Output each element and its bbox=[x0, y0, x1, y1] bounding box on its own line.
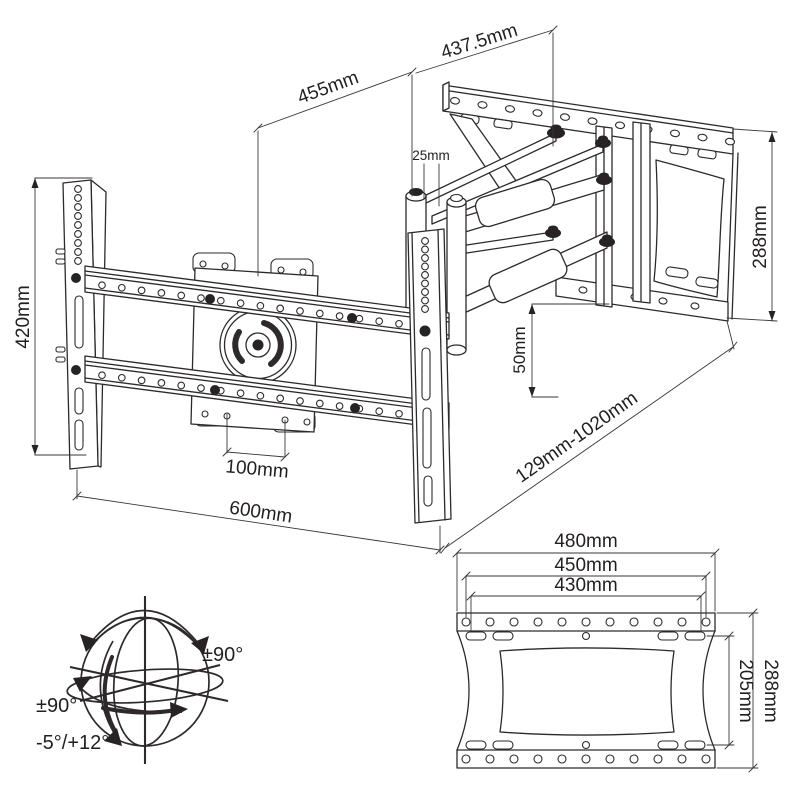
rotation-range-label: ±90° bbox=[36, 695, 77, 717]
lower-rail-holes bbox=[98, 371, 443, 423]
wall-plate-iso bbox=[442, 81, 739, 322]
front-bottom-holes bbox=[461, 754, 711, 764]
tv-bracket-right-rail bbox=[407, 228, 452, 524]
dim-plate-width: 480mm bbox=[554, 531, 617, 552]
dim-rear-arm-span: 437.5mm bbox=[438, 20, 520, 64]
rotation-diagram: ±90° ±90° -5°/+12° bbox=[36, 596, 243, 764]
swivel-range-label: ±90° bbox=[202, 644, 243, 666]
front-view-dimensions: 480mm 450mm 430mm 205mm bbox=[452, 531, 781, 773]
dim-slot-span-height: 205mm bbox=[735, 659, 756, 722]
horizontal-rails bbox=[71, 265, 450, 430]
dim-hole-span-outer: 450mm bbox=[554, 555, 617, 576]
dim-vesa-spacing: 100mm bbox=[225, 456, 290, 482]
dim-extension-range: 129mm-1020mm bbox=[512, 388, 642, 488]
tilt-range-label: -5°/+12° bbox=[36, 732, 109, 754]
iso-view: 420mm 455mm 437.5mm 25mm 288mm bbox=[13, 20, 778, 555]
wall-plate-front-view: 480mm 450mm 430mm 205mm bbox=[452, 531, 781, 773]
front-upper-slots bbox=[465, 631, 706, 641]
dim-plate-height-front: 288mm bbox=[760, 659, 781, 722]
right-rail-holes bbox=[421, 237, 429, 313]
upper-rail-holes bbox=[98, 281, 443, 333]
rotation-labels: ±90° ±90° -5°/+12° bbox=[36, 644, 243, 754]
front-lower-slots bbox=[465, 740, 706, 750]
arm-pivot-bolts bbox=[545, 124, 615, 247]
dim-wall-plate-height-iso: 288mm bbox=[750, 205, 771, 268]
wall-bar-holes bbox=[449, 97, 736, 146]
tv-bracket-left-rail bbox=[55, 179, 107, 470]
dim-bracket-height: 420mm bbox=[13, 285, 34, 348]
dim-hole-span-inner: 430mm bbox=[554, 575, 617, 596]
dim-bracket-width: 600mm bbox=[228, 497, 294, 527]
front-top-holes bbox=[461, 617, 711, 627]
dim-bar-offset: 25mm bbox=[412, 148, 450, 163]
dim-arm-drop: 50mm bbox=[510, 326, 529, 373]
left-rail-holes bbox=[74, 185, 82, 265]
